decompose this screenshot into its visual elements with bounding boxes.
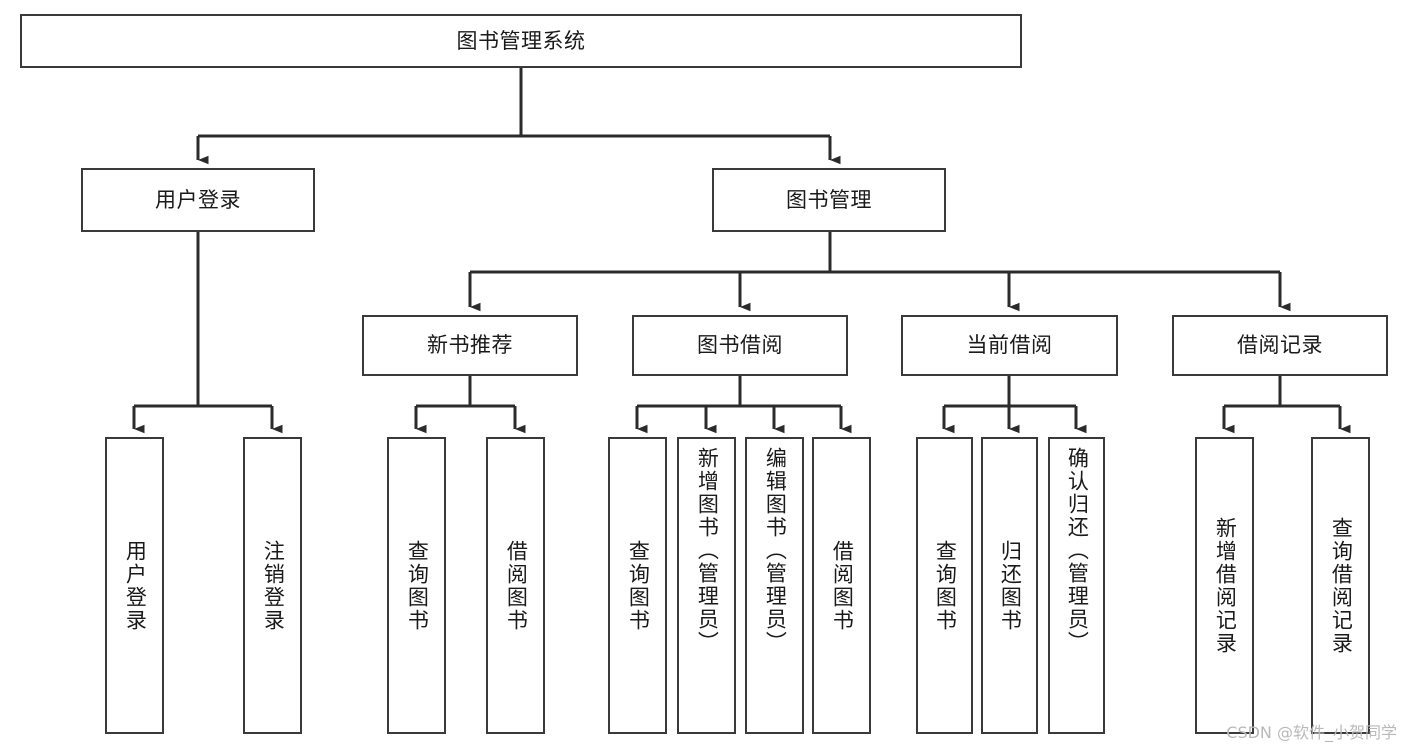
node-leaf-borrow-book-recommend[interactable]: 借阅图书 bbox=[486, 437, 545, 734]
node-leaf-logout-label: 注销登录 bbox=[261, 539, 286, 632]
node-leaf-return-book[interactable]: 归还图书 bbox=[981, 437, 1038, 734]
node-leaf-edit-book-admin[interactable]: 编辑图书（管理员） bbox=[745, 437, 804, 734]
node-leaf-add-book-admin-label: 新增图书（管理员） bbox=[695, 447, 720, 654]
node-leaf-query-borrow-record[interactable]: 查询借阅记录 bbox=[1311, 437, 1370, 734]
node-new-book-recommend-label: 新书推荐 bbox=[427, 333, 513, 358]
node-leaf-confirm-return-admin-label: 确认归还（管理员） bbox=[1065, 447, 1090, 654]
node-book-borrow-label: 图书借阅 bbox=[697, 333, 783, 358]
node-book-management[interactable]: 图书管理 bbox=[712, 168, 946, 232]
node-current-borrow[interactable]: 当前借阅 bbox=[901, 315, 1118, 376]
node-borrow-record[interactable]: 借阅记录 bbox=[1172, 315, 1388, 376]
node-leaf-query-book-recommend-label: 查询图书 bbox=[405, 539, 430, 632]
node-leaf-query-book-current-label: 查询图书 bbox=[933, 539, 958, 632]
node-book-borrow[interactable]: 图书借阅 bbox=[632, 315, 848, 376]
node-user-login-label: 用户登录 bbox=[155, 187, 241, 212]
node-leaf-query-book-label: 查询图书 bbox=[626, 539, 651, 632]
node-leaf-query-book[interactable]: 查询图书 bbox=[608, 437, 667, 734]
node-leaf-add-borrow-record-label: 新增借阅记录 bbox=[1213, 516, 1238, 655]
node-leaf-user-login[interactable]: 用户登录 bbox=[105, 437, 164, 734]
node-leaf-borrow-book[interactable]: 借阅图书 bbox=[812, 437, 871, 734]
watermark: CSDN @软件_小贺同学 bbox=[1226, 723, 1397, 742]
node-leaf-borrow-book-label: 借阅图书 bbox=[830, 539, 855, 632]
node-leaf-borrow-book-recommend-label: 借阅图书 bbox=[504, 539, 529, 632]
node-root-label: 图书管理系统 bbox=[456, 28, 586, 53]
node-leaf-query-book-recommend[interactable]: 查询图书 bbox=[387, 437, 446, 734]
node-leaf-add-book-admin[interactable]: 新增图书（管理员） bbox=[677, 437, 736, 734]
node-user-login[interactable]: 用户登录 bbox=[81, 168, 315, 232]
node-book-management-label: 图书管理 bbox=[786, 187, 872, 212]
node-leaf-add-borrow-record[interactable]: 新增借阅记录 bbox=[1195, 437, 1254, 734]
node-leaf-query-borrow-record-label: 查询借阅记录 bbox=[1329, 516, 1354, 655]
node-current-borrow-label: 当前借阅 bbox=[966, 333, 1053, 358]
node-leaf-return-book-label: 归还图书 bbox=[998, 539, 1023, 632]
node-leaf-query-book-current[interactable]: 查询图书 bbox=[916, 437, 973, 734]
node-leaf-user-login-label: 用户登录 bbox=[123, 539, 148, 632]
node-borrow-record-label: 借阅记录 bbox=[1237, 333, 1323, 358]
node-leaf-logout[interactable]: 注销登录 bbox=[243, 437, 302, 734]
node-new-book-recommend[interactable]: 新书推荐 bbox=[362, 315, 578, 376]
node-root[interactable]: 图书管理系统 bbox=[20, 14, 1022, 68]
node-leaf-confirm-return-admin[interactable]: 确认归还（管理员） bbox=[1048, 437, 1105, 734]
node-leaf-edit-book-admin-label: 编辑图书（管理员） bbox=[763, 447, 788, 654]
